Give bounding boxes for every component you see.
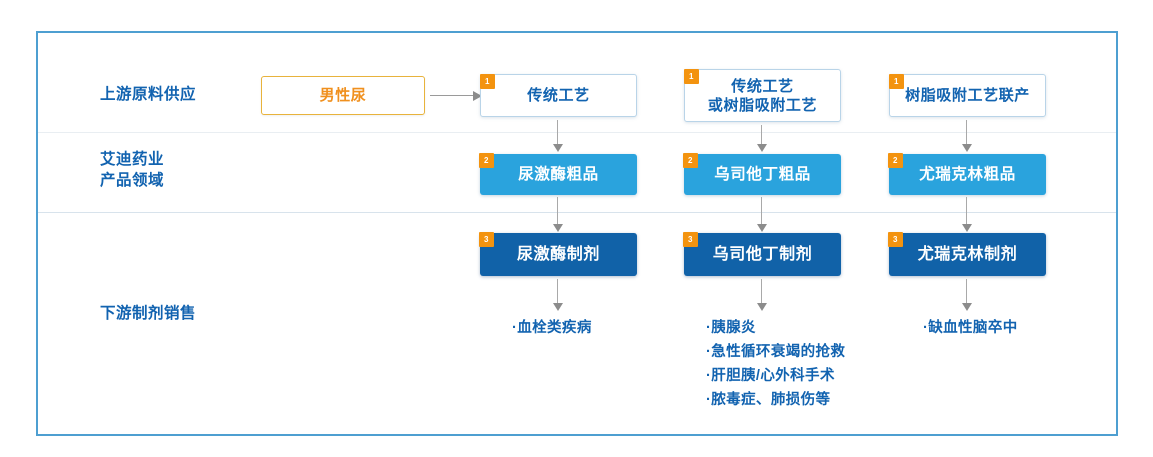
arrow-crude-to-formulation-urokinase	[552, 197, 564, 233]
node-source-male-urine[interactable]: 男性尿	[261, 76, 425, 115]
node-label: 乌司他丁制剂	[712, 246, 813, 263]
arrow-formulation-to-indications-kallidinogenase	[961, 279, 973, 312]
arrow-formulation-to-indications-urokinase	[552, 279, 564, 312]
badge-step-1-urokinase: 1	[480, 74, 495, 89]
node-crude-kallidinogenase[interactable]: 2 尤瑞克林粗品	[888, 153, 1046, 195]
node-label: 传统工艺	[527, 87, 590, 104]
node-crude-ulinastatin[interactable]: 2 乌司他丁粗品	[683, 153, 841, 195]
diagram-frame: 上游原料供应 艾迪药业 产品领域 下游制剂销售 男性尿 1 传统工艺 2 尿激酶…	[36, 31, 1118, 436]
arrow-crude-to-formulation-ulinastatin	[756, 197, 768, 233]
node-label: 尤瑞克林制剂	[917, 246, 1018, 263]
indication-item: ·胰腺炎	[706, 320, 756, 336]
node-formulation-ulinastatin[interactable]: 3 乌司他丁制剂	[683, 232, 841, 276]
badge-step-3-ulinastatin: 3	[683, 232, 698, 247]
indication-item: ·脓毒症、肺损伤等	[706, 392, 831, 408]
badge-step-2-ulinastatin: 2	[683, 153, 698, 168]
indication-item: ·急性循环衰竭的抢救	[706, 344, 846, 360]
node-process-ulinastatin[interactable]: 1 传统工艺 或树脂吸附工艺	[684, 69, 841, 122]
row-label-downstream: 下游制剂销售	[100, 305, 197, 322]
badge-step-1-kallidinogenase: 1	[889, 74, 904, 89]
indication-list-ulinastatin: ·胰腺炎 ·急性循环衰竭的抢救 ·肝胆胰/心外科手术 ·脓毒症、肺损伤等	[706, 316, 845, 412]
indication-item: ·血栓类疾病	[512, 320, 592, 336]
row-divider-products	[38, 212, 1116, 213]
node-label: 尤瑞克林粗品	[919, 166, 1016, 183]
arrow-process-to-crude-kallidinogenase	[961, 120, 973, 153]
arrow-formulation-to-indications-ulinastatin	[756, 279, 768, 312]
indication-list-kallidinogenase: ·缺血性脑卒中	[923, 316, 1018, 340]
arrow-process-to-crude-ulinastatin	[756, 125, 768, 153]
badge-step-2-kallidinogenase: 2	[888, 153, 903, 168]
node-process-urokinase[interactable]: 1 传统工艺	[480, 74, 637, 117]
node-process-kallidinogenase[interactable]: 1 树脂吸附工艺联产	[889, 74, 1046, 117]
node-label: 乌司他丁粗品	[714, 166, 811, 183]
row-label-company-products: 艾迪药业 产品领域	[100, 151, 165, 189]
node-label: 尿激酶制剂	[516, 246, 600, 263]
indication-list-urokinase: ·血栓类疾病	[512, 316, 592, 340]
indication-item: ·肝胆胰/心外科手术	[706, 368, 835, 384]
badge-step-1-ulinastatin: 1	[684, 69, 699, 84]
arrow-crude-to-formulation-kallidinogenase	[961, 197, 973, 233]
node-formulation-urokinase[interactable]: 3 尿激酶制剂	[479, 232, 637, 276]
node-label: 树脂吸附工艺联产	[905, 87, 1030, 104]
node-formulation-kallidinogenase[interactable]: 3 尤瑞克林制剂	[888, 232, 1046, 276]
node-label: 尿激酶粗品	[518, 166, 599, 183]
badge-step-3-kallidinogenase: 3	[888, 232, 903, 247]
indication-item: ·缺血性脑卒中	[923, 320, 1018, 336]
badge-step-2-urokinase: 2	[479, 153, 494, 168]
node-crude-urokinase[interactable]: 2 尿激酶粗品	[479, 153, 637, 195]
arrow-process-to-crude-urokinase	[552, 120, 564, 153]
badge-step-3-urokinase: 3	[479, 232, 494, 247]
row-label-upstream: 上游原料供应	[100, 86, 197, 103]
node-label: 传统工艺 或树脂吸附工艺	[707, 77, 818, 114]
row-divider-upstream	[38, 132, 1116, 133]
arrow-source-to-process	[430, 91, 482, 101]
